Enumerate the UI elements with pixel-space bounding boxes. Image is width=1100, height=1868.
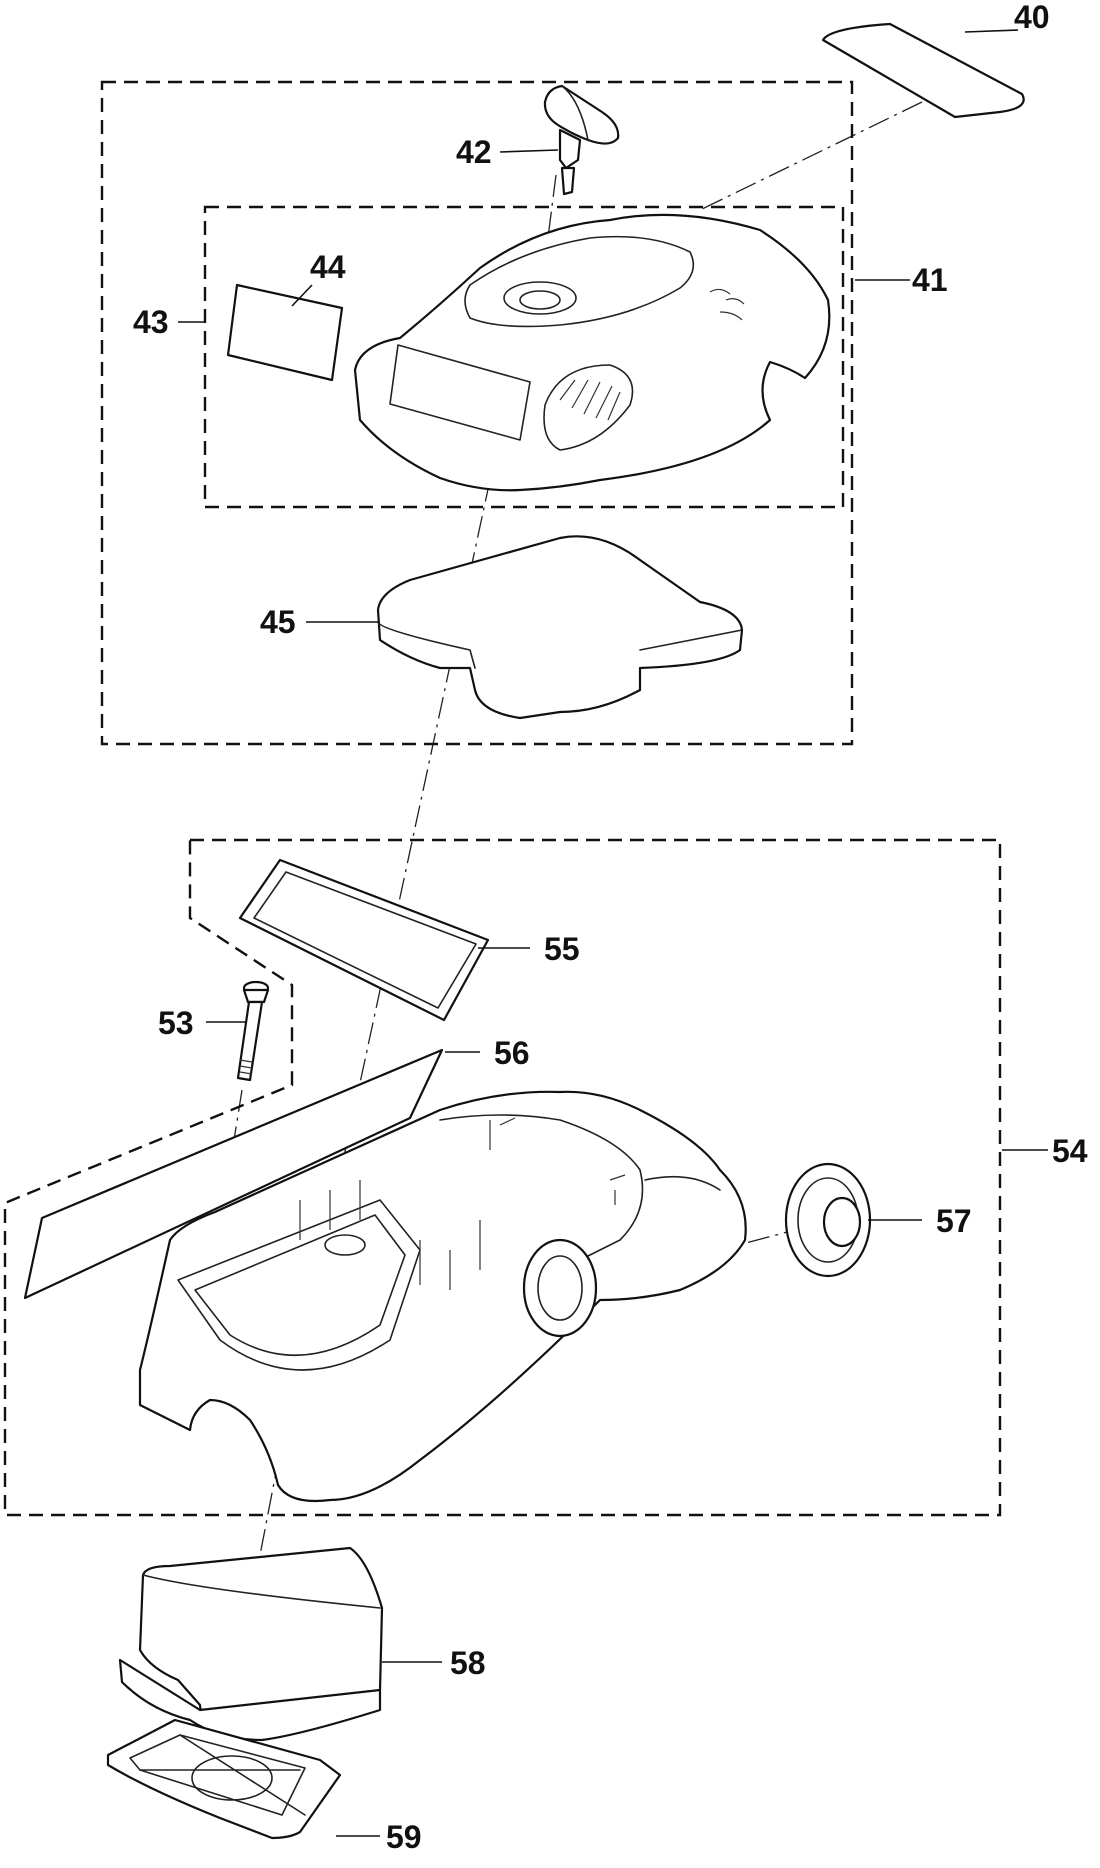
part-42-knob	[543, 84, 620, 196]
part-45-air-filter	[376, 535, 744, 720]
part-41-cover	[353, 213, 831, 492]
axis-main-vertical	[539, 174, 557, 301]
callout-labels: 40 41 42 43 44 45 53 54 55 56 57 58 59	[133, 0, 1088, 1855]
part-57-grommet	[784, 1162, 872, 1278]
part-54-base-housing	[138, 1090, 747, 1503]
callout-54: 54	[1052, 1133, 1088, 1169]
callout-41: 41	[912, 262, 948, 298]
leader-42	[499, 149, 559, 153]
callout-57: 57	[936, 1203, 972, 1239]
part-53-screw	[236, 980, 270, 1082]
callout-53: 53	[158, 1005, 194, 1041]
group-box-41	[100, 80, 854, 746]
callout-58: 58	[450, 1645, 486, 1681]
part-59-filter-holder	[106, 1718, 342, 1840]
group-boundaries	[3, 80, 1002, 1517]
callout-43: 43	[133, 304, 169, 340]
callout-55: 55	[544, 931, 580, 967]
part-40-label	[821, 22, 1025, 119]
axis-grommet	[604, 1229, 796, 1281]
part-58-prefilter	[118, 1546, 384, 1742]
leader-44	[291, 284, 313, 307]
part-55-gasket	[238, 858, 490, 1022]
callout-59: 59	[386, 1819, 422, 1855]
leader-40	[964, 29, 1019, 33]
part-56-sheet	[23, 1048, 444, 1300]
callout-44: 44	[310, 249, 346, 285]
callout-56: 56	[494, 1035, 530, 1071]
part-44-decal	[226, 283, 344, 382]
callout-42: 42	[456, 134, 492, 170]
group-box-43	[203, 205, 845, 509]
axis-label-to-cover	[699, 101, 923, 211]
callout-45: 45	[260, 604, 296, 640]
group-box-54	[3, 838, 1002, 1517]
axis-screw	[233, 1089, 243, 1141]
callout-40: 40	[1014, 0, 1050, 35]
leader-lines	[178, 29, 1048, 1837]
